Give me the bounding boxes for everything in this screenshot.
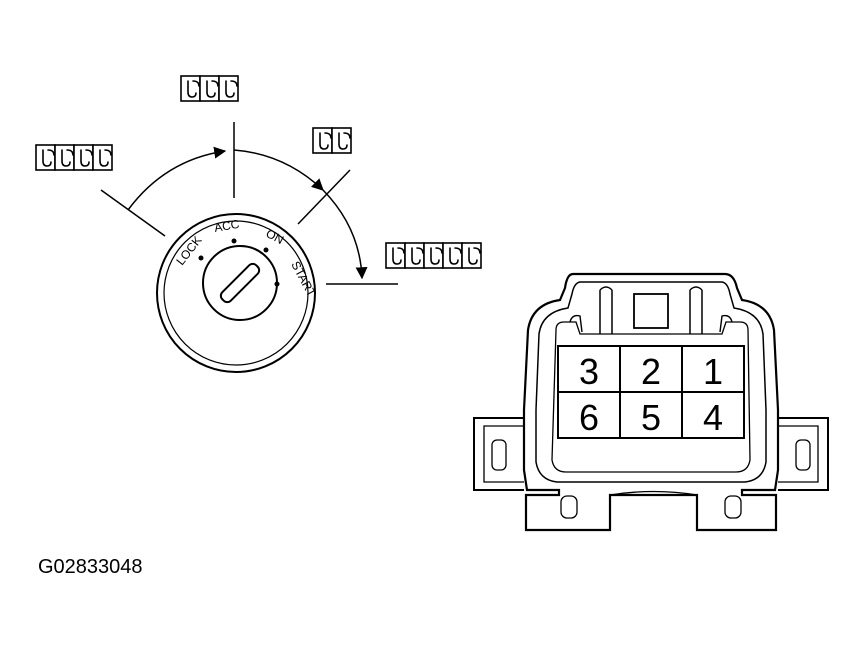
glyph-mark <box>61 149 74 167</box>
flange-left-inner <box>483 425 524 483</box>
cylinder-inner-ring <box>163 220 309 366</box>
connector-cavity <box>551 321 751 473</box>
glyph-mark <box>42 149 55 167</box>
key-cylinder: LOCK ACC ON START <box>156 213 319 373</box>
glyph-box-acc <box>180 75 239 102</box>
latch-arm-right <box>689 286 703 334</box>
start-dot <box>274 281 280 287</box>
glyph-mark <box>430 247 443 265</box>
figure-code: G02833048 <box>38 556 143 578</box>
glyph-mark <box>99 149 112 167</box>
glyph-mark <box>468 247 481 265</box>
pin-number: 5 <box>641 397 661 438</box>
glyph-mark <box>411 247 424 265</box>
flange-right <box>778 417 829 491</box>
pin-number: 1 <box>703 351 723 392</box>
glyph-mark <box>392 247 405 265</box>
foot-slot-left <box>560 495 578 519</box>
key-slot <box>219 262 261 304</box>
pin-cell <box>681 391 745 439</box>
lock-leader-line <box>100 189 166 237</box>
glyph-box-lock <box>35 144 113 171</box>
flange-right-inner <box>778 425 819 483</box>
connector-inner-shell <box>535 281 767 483</box>
connector-housing <box>473 272 829 532</box>
lock-to-acc-arc <box>127 146 227 211</box>
acc-to-on-arc <box>233 149 324 191</box>
rotation-arcs <box>127 146 368 280</box>
glyph-mark <box>319 132 332 150</box>
cylinder-outer-ring <box>156 213 316 373</box>
position-leader-lines <box>100 122 398 285</box>
pin-number: 6 <box>579 397 599 438</box>
glyph-mark <box>225 80 238 98</box>
flange-slot-right <box>795 439 811 471</box>
pin-number: 3 <box>579 351 599 392</box>
on-leader-line <box>297 169 351 225</box>
acc-dot <box>231 238 237 244</box>
on-dot <box>263 247 269 253</box>
flange-left <box>473 417 524 491</box>
corner-bump-right <box>719 314 733 333</box>
glyph-box-start <box>385 242 482 269</box>
pin-number: 2 <box>641 351 661 392</box>
on-to-start-arc <box>322 189 368 280</box>
glyph-mark <box>80 149 93 167</box>
corner-bump-left <box>569 314 583 333</box>
dial-label-acc: ACC <box>213 217 241 235</box>
lock-tab <box>633 293 669 329</box>
bottom-rail <box>609 490 698 496</box>
connector-pin-grid: 3 2 1 6 5 4 <box>557 345 745 439</box>
pin-number: 4 <box>703 397 723 438</box>
lock-dot <box>198 255 204 261</box>
flange-slot-left <box>491 439 507 471</box>
glyph-mark <box>338 132 351 150</box>
glyph-mark <box>206 80 219 98</box>
glyph-box-on <box>312 127 352 154</box>
foot-slot-right <box>724 495 742 519</box>
glyph-mark <box>449 247 462 265</box>
glyph-mark <box>187 80 200 98</box>
latch-arm-left <box>599 286 613 334</box>
